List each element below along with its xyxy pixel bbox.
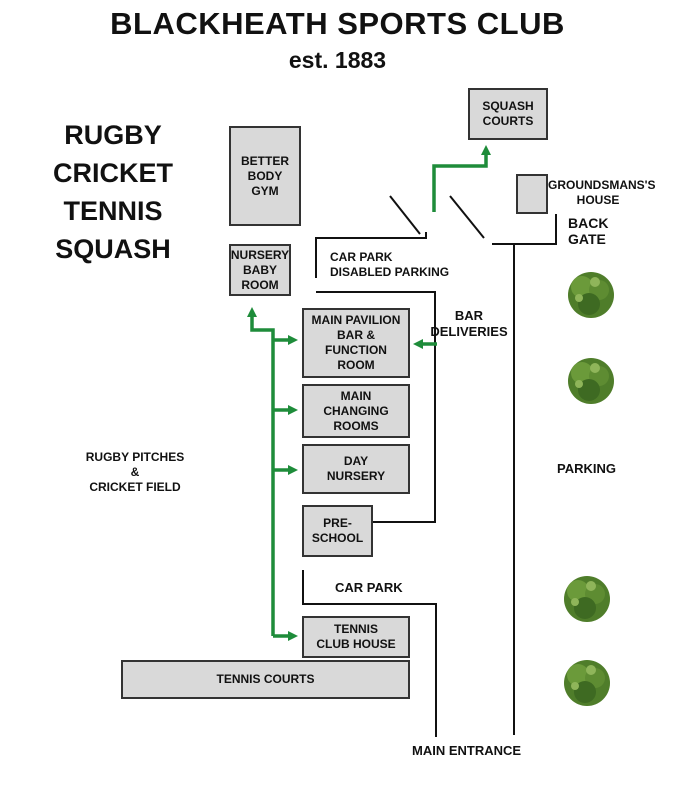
road-edge-upper: [389, 195, 421, 235]
pre-school-building[interactable]: PRE- SCHOOL: [302, 505, 373, 557]
sport-tennis: TENNIS: [63, 196, 163, 226]
car-park-disabled-label: CAR PARK DISABLED PARKING: [330, 250, 450, 279]
road-edge-upper-2: [449, 195, 485, 239]
path-squash: [432, 145, 491, 212]
gym-building[interactable]: BETTER BODY GYM: [229, 126, 301, 226]
road-west-side: [316, 291, 436, 523]
sport-squash: SQUASH: [55, 234, 171, 264]
sport-rugby: RUGBY: [64, 120, 162, 150]
path-nursery: [247, 307, 275, 636]
tennis-courts-area[interactable]: TENNIS COURTS: [121, 660, 410, 699]
tree-icon: [564, 576, 610, 622]
club-title: BLACKHEATH SPORTS CLUB: [110, 6, 565, 41]
tree-icon: [568, 358, 614, 404]
tennis-club-house-building[interactable]: TENNIS CLUB HOUSE: [302, 616, 410, 658]
groundsmans-house-label: GROUNDSMANS'S HOUSE: [548, 178, 656, 207]
parking-label: PARKING: [557, 461, 616, 476]
squash-courts-building[interactable]: SQUASH COURTS: [468, 88, 548, 140]
back-gate-label: BACK GATE: [568, 215, 609, 247]
club-established: est. 1883: [288, 47, 387, 73]
car-park-label: CAR PARK: [335, 580, 403, 595]
changing-rooms-building[interactable]: MAIN CHANGING ROOMS: [302, 384, 410, 438]
tree-icon: [564, 660, 610, 706]
bar-deliveries-label: BAR DELIVERIES: [430, 308, 508, 339]
day-nursery-building[interactable]: DAY NURSERY: [302, 444, 410, 494]
road-east-side: [513, 214, 557, 735]
rugby-pitches-label: RUGBY PITCHES & CRICKET FIELD: [85, 450, 185, 494]
main-pavilion-building[interactable]: MAIN PAVILION BAR & FUNCTION ROOM: [302, 308, 410, 378]
main-entrance-label: MAIN ENTRANCE: [412, 743, 522, 758]
sport-cricket: CRICKET: [53, 158, 173, 188]
nursery-baby-room-building[interactable]: NURSERY BABY ROOM: [229, 244, 291, 296]
groundsmans-house-building[interactable]: [516, 174, 548, 214]
road-car-park: [302, 570, 437, 737]
tree-icon: [568, 272, 614, 318]
